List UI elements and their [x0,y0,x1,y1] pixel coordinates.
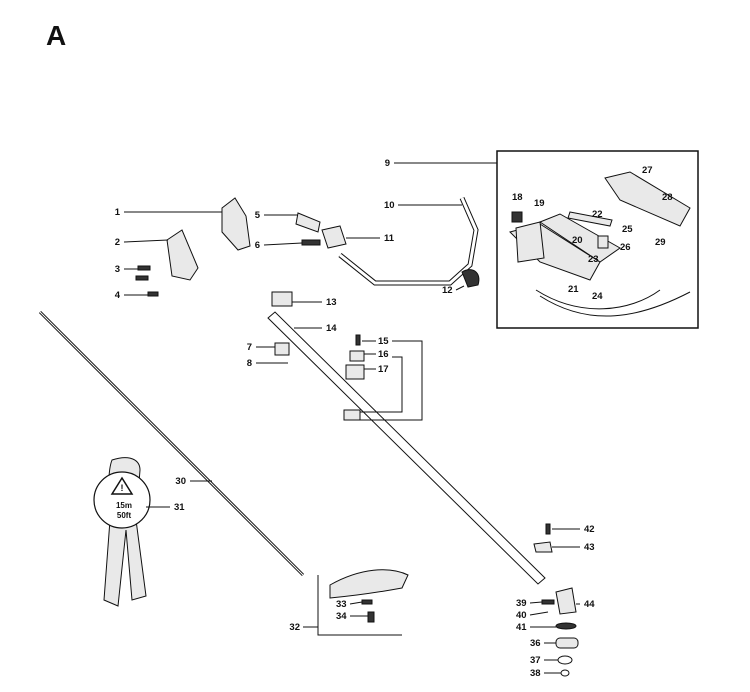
bracket-part-13 [271,291,293,307]
callout-numbers: 1234567891011121314151617181920212223242… [115,158,673,679]
handle-assembly-parts [509,171,691,317]
callout-9: 9 [385,158,390,169]
callout-27: 27 [642,165,653,176]
handle-assembly-inset-box [496,150,699,329]
callout-31: 31 [174,502,185,513]
callout-19: 19 [534,198,545,209]
bracket-leader-line [360,340,423,421]
callout-17: 17 [378,364,389,375]
callout-21: 21 [568,284,579,295]
bracket-leader-line [360,356,403,413]
gear-head-parts [533,523,579,677]
leader-line-6 [263,242,303,246]
trimmer-guard-part [317,569,409,636]
spring-part [301,239,321,246]
clamp-part-17 [345,364,365,380]
harness-warning-plate [93,471,151,529]
callout-8: 8 [247,358,252,369]
callout-14: 14 [326,323,337,334]
callout-7: 7 [247,342,252,353]
callout-5: 5 [255,210,261,221]
callout-26: 26 [620,242,631,253]
callout-43: 43 [584,542,595,553]
side-cover-part [166,229,199,281]
callout-2: 2 [115,237,120,248]
harness-warning-distance-m: 15m [116,501,132,510]
callout-36: 36 [530,638,541,649]
screw-15 [355,334,361,346]
callout-41: 41 [516,622,527,633]
callout-15: 15 [378,336,389,347]
callout-29: 29 [655,237,666,248]
callout-28: 28 [662,192,673,203]
callout-39: 39 [516,598,527,609]
callout-24: 24 [592,291,603,302]
screw-3b [135,275,149,281]
loop-handle-part [338,196,480,288]
svg-text:!: ! [121,483,124,493]
callout-18: 18 [512,192,523,203]
callout-40: 40 [516,610,527,621]
leader-line-33 [349,601,363,605]
leader-line-12 [455,285,465,291]
leader-line-39 [529,601,543,604]
clamp-lower-part [343,409,361,421]
clip-part-16 [349,350,365,362]
flexible-shaft-part [38,310,305,577]
throttle-cover-part [221,197,251,251]
bracket-part-7 [274,342,290,356]
section-letter: A [46,20,67,51]
callout-25: 25 [622,224,633,235]
callout-1: 1 [115,207,121,218]
leader-line-2 [123,239,169,243]
leader-line-40 [529,611,549,616]
callout-20: 20 [572,235,583,246]
drive-tube-part [267,311,546,585]
callout-leader-lines [123,162,580,674]
callout-44: 44 [584,599,595,610]
callout-12: 12 [442,285,453,296]
callout-6: 6 [255,240,260,251]
clamp-part [321,225,347,249]
callout-33: 33 [336,599,347,610]
callout-23: 23 [588,254,599,265]
screw-4 [147,291,159,297]
harness-warning-distance-ft: 50ft [117,511,132,520]
callout-11: 11 [384,233,395,244]
callout-10: 10 [384,200,395,211]
callout-3: 3 [115,264,120,275]
callout-30: 30 [175,476,186,487]
callout-4: 4 [115,290,121,301]
harness-part: ! 15m 50ft [93,457,151,607]
callout-34: 34 [336,611,347,622]
callout-32: 32 [289,622,300,633]
callout-16: 16 [378,349,389,360]
screw-3a [137,265,151,271]
callout-37: 37 [530,655,541,666]
callout-38: 38 [530,668,541,679]
callout-42: 42 [584,524,595,535]
callout-22: 22 [592,209,603,220]
callout-13: 13 [326,297,337,308]
grip-part [295,212,321,233]
warning-triangle-icon [110,476,134,495]
